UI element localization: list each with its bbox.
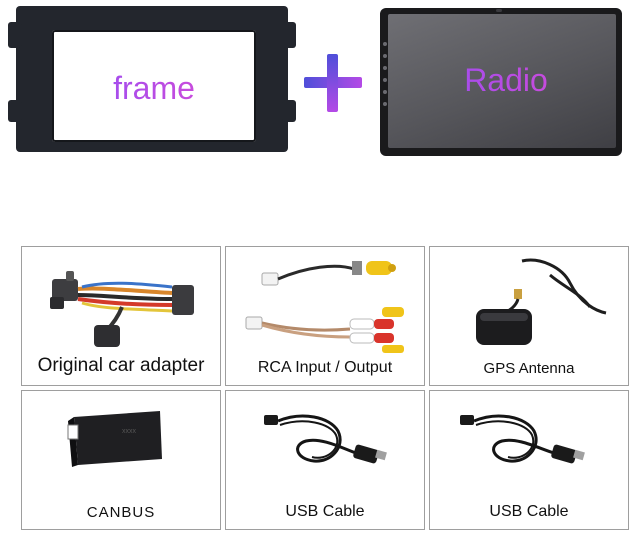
- radio-side-buttons: [382, 42, 388, 122]
- gps-antenna-icon: [476, 258, 607, 345]
- frame-left-tab-top: [8, 22, 22, 48]
- usb-cable-icon: [460, 414, 585, 464]
- radio-screen: Radio: [388, 14, 616, 148]
- plus-icon: [304, 54, 362, 112]
- accessory-card-car-adapter: Original car adapter: [21, 246, 221, 386]
- usb-cable-icon: [264, 414, 387, 464]
- accessory-card-usb-2: USB Cable: [429, 390, 629, 530]
- canbus-box-icon: xxxx: [67, 411, 162, 467]
- frame-left-tab-bottom: [8, 100, 22, 122]
- frame-right-tab-top: [282, 22, 296, 48]
- radio-label: Radio: [388, 62, 624, 99]
- radio-camera: [496, 9, 502, 12]
- accessory-card-canbus: xxxx CANBUS: [21, 390, 221, 530]
- accessory-label: Original car adapter: [37, 355, 205, 376]
- accessory-label: USB Cable: [489, 503, 569, 520]
- rca-cable-icon: [245, 261, 404, 353]
- accessory-label: USB Cable: [285, 503, 365, 520]
- accessory-card-gps: GPS Antenna: [429, 246, 629, 386]
- accessory-label: GPS Antenna: [483, 360, 575, 377]
- mounting-frame-image: frame: [8, 4, 298, 156]
- svg-text:xxxx: xxxx: [122, 428, 137, 435]
- radio-unit-image: Radio: [380, 8, 622, 156]
- accessories-grid: Original car adapter RCA Input / Output: [21, 246, 631, 532]
- frame-right-tab-bottom: [282, 100, 296, 122]
- frame-label: frame: [52, 70, 256, 107]
- accessory-label: CANBUS: [86, 504, 156, 521]
- accessory-label: RCA Input / Output: [257, 359, 393, 376]
- accessory-card-usb-1: USB Cable: [225, 390, 425, 530]
- accessory-card-rca: RCA Input / Output: [225, 246, 425, 386]
- car-adapter-harness-icon: [50, 271, 194, 347]
- frame-opening: frame: [52, 30, 256, 142]
